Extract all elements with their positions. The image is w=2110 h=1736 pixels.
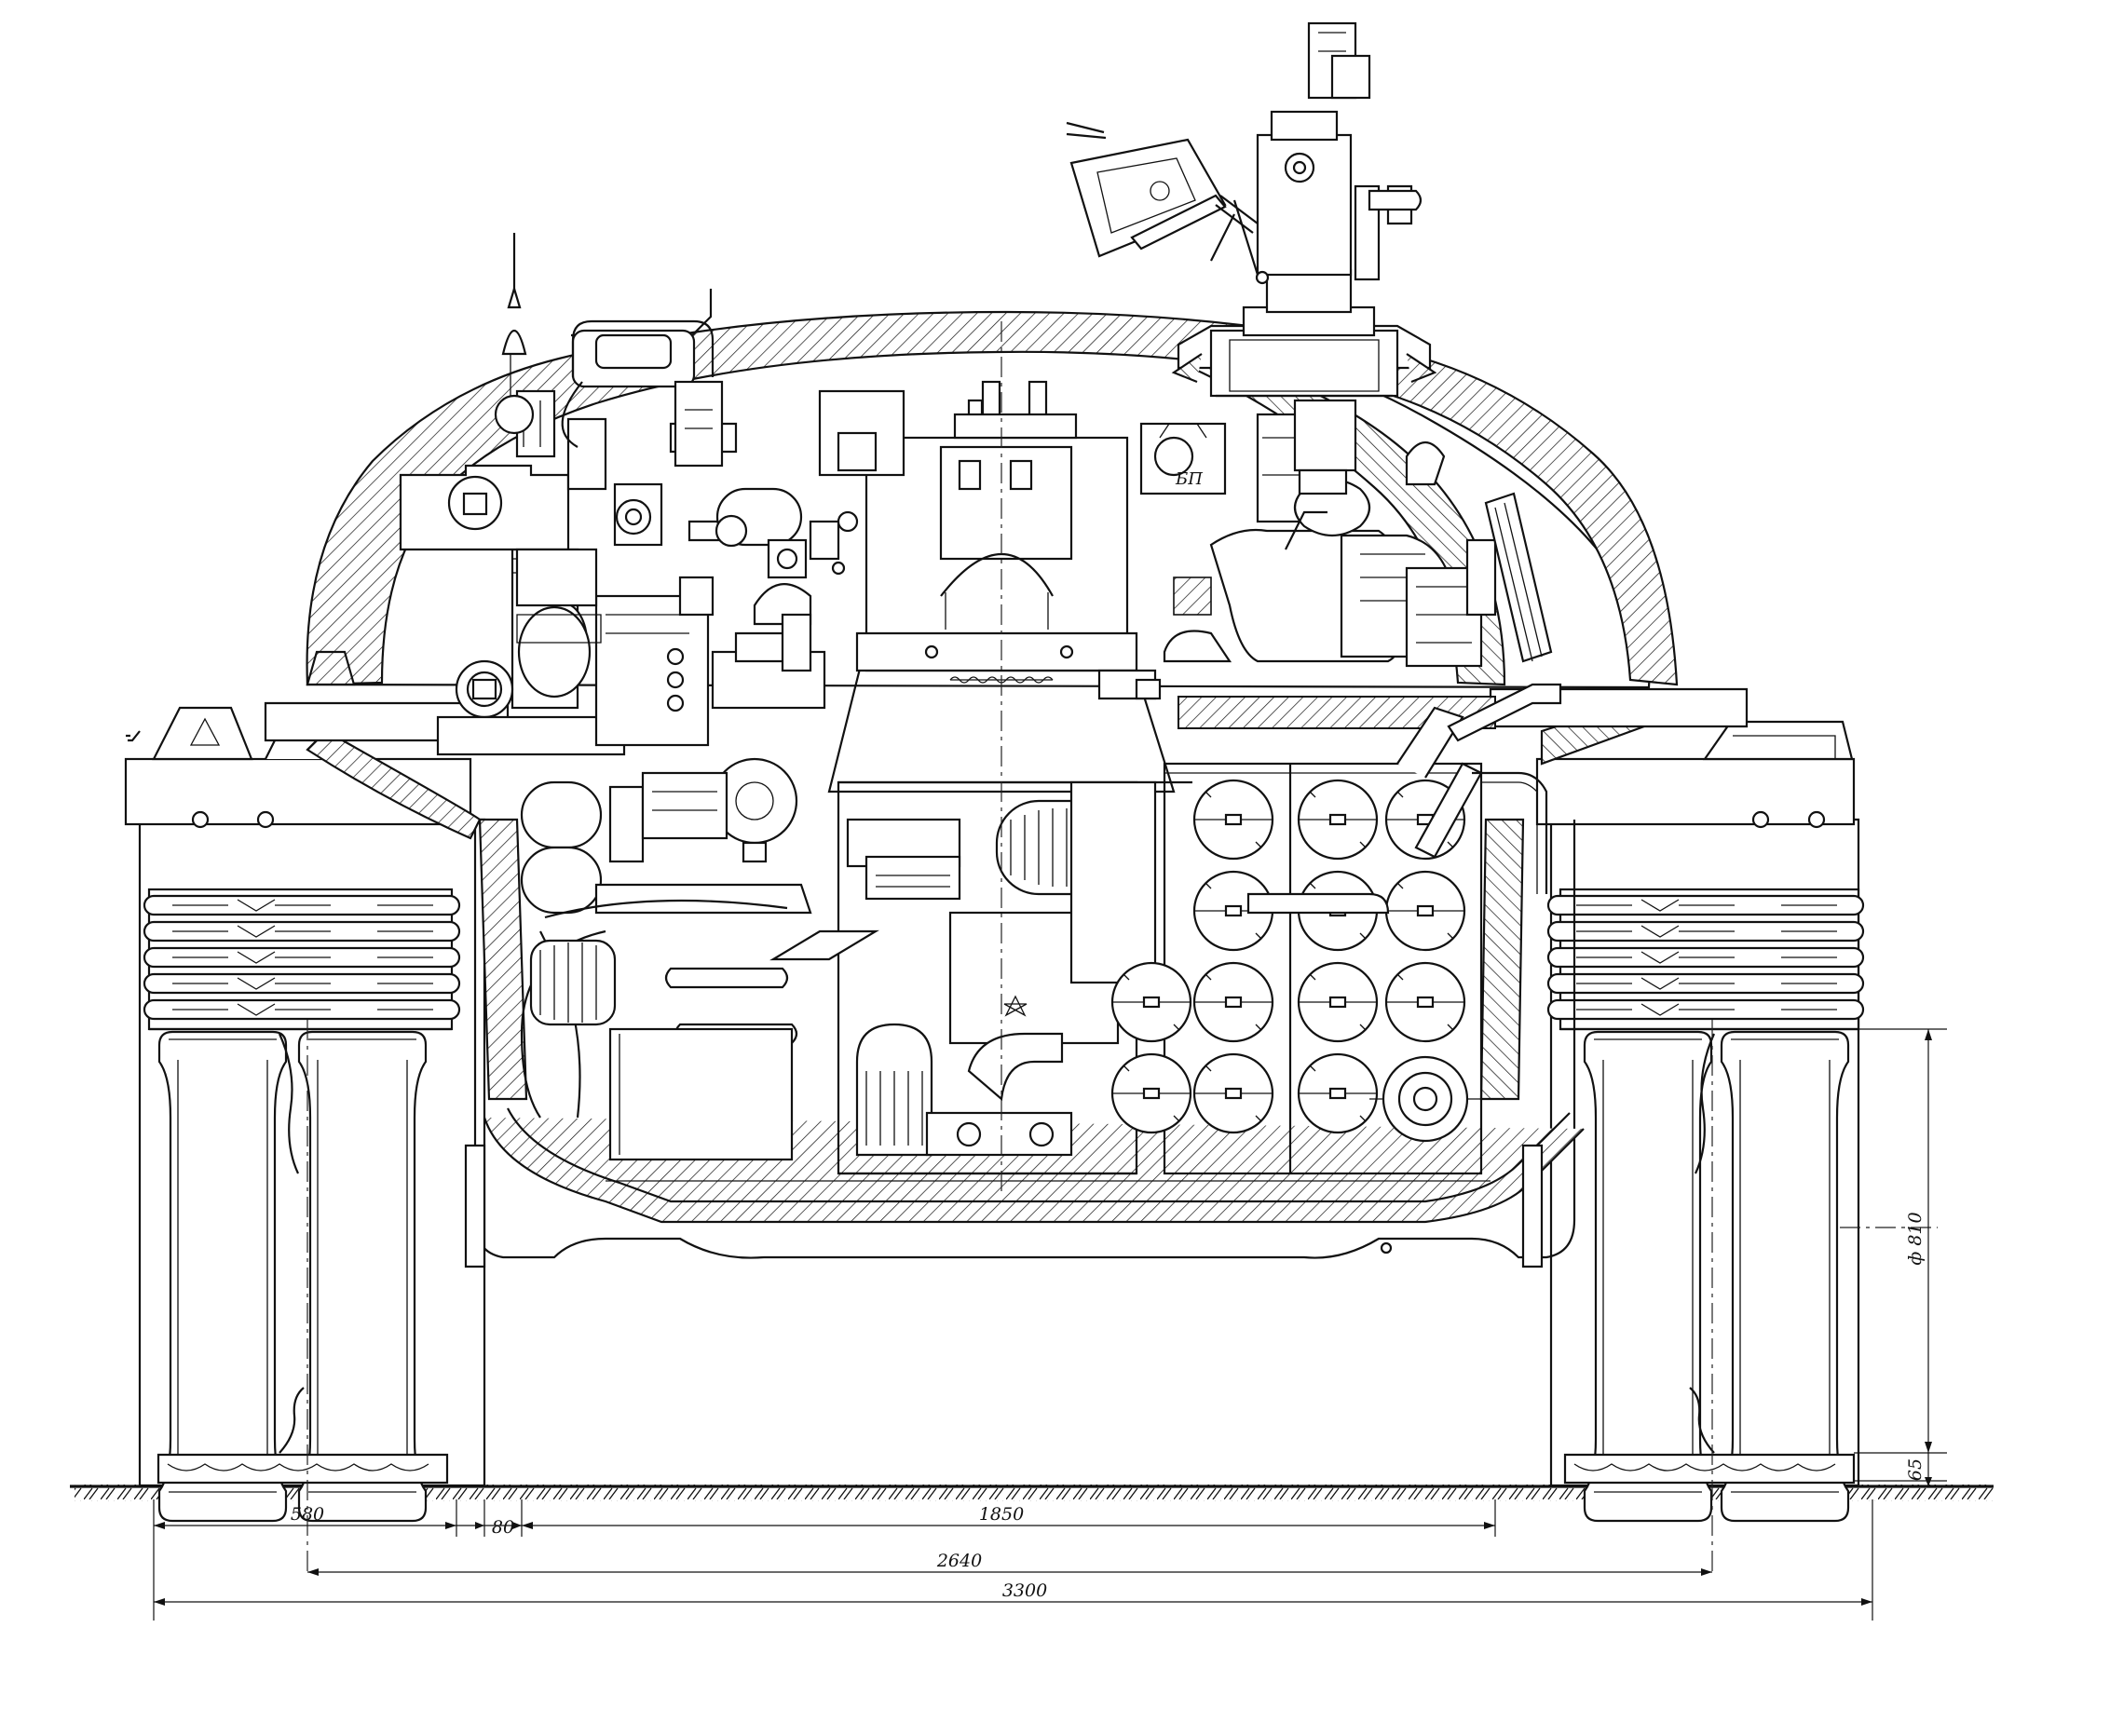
turret-right-interior: БП [1139,413,1553,668]
dim-track-gauge: 2640 [936,1551,982,1571]
dim-gap: 80 [492,1517,514,1538]
antenna-mount [494,233,535,435]
dimension-lines [153,1028,1947,1621]
commander-cupola [1171,268,1437,495]
left-track-assembly [124,706,486,1523]
dim-ground-offset: 65 [1905,1458,1926,1481]
panel-marking: БП [1175,469,1203,489]
dim-hull-width: 1850 [979,1504,1024,1525]
dimension-labels: 580 80 1850 2640 3300 ф 810 65 [291,1212,1926,1601]
ammunition-rack [1110,683,1562,1175]
hull-side-armor [306,697,1646,1101]
dim-track-width: 580 [291,1504,324,1525]
dim-wheel-diameter: ф 810 [1905,1212,1926,1265]
turret-lifting-eye [571,319,715,377]
right-track-assembly [1535,720,1865,1523]
gun-breech [827,399,1192,793]
right-road-wheel-outer [1720,1030,1850,1523]
machine-gun-mount [1066,21,1423,285]
left-road-wheel-outer [157,1030,288,1523]
center-lines [306,321,1938,1574]
loading-mechanism [837,780,1157,1175]
dim-overall-width: 3300 [1002,1580,1047,1601]
left-road-wheel-inner [297,1030,428,1523]
right-road-wheel-inner [1583,1030,1713,1523]
